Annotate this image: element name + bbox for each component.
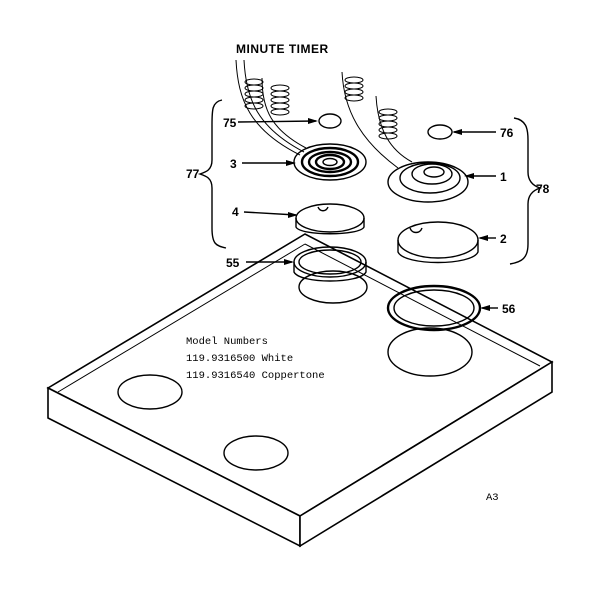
part-label-3: 3 [230, 157, 237, 171]
part-label-2: 2 [500, 232, 507, 246]
spring-leads [235, 59, 413, 169]
brace-77 [197, 99, 227, 249]
burner-hole-front-right [223, 435, 289, 471]
part-label-75: 75 [223, 116, 237, 130]
model-number-line-1: 119.9316500 White [186, 353, 293, 365]
part-4-drip-ring [295, 203, 365, 235]
brace-78 [509, 117, 543, 265]
model-numbers-heading: Model Numbers [186, 336, 268, 348]
burner-hole-rear-left [298, 270, 368, 304]
diagram-title: MINUTE TIMER [236, 42, 329, 56]
part-label-56: 56 [502, 302, 516, 316]
part-label-77: 77 [186, 167, 200, 181]
part-1-coil-element [387, 161, 469, 203]
part-label-78: 78 [536, 182, 550, 196]
part-label-76: 76 [500, 126, 514, 140]
leader-lines [237, 118, 498, 311]
part-2-drip-ring [397, 221, 479, 264]
part-76-knob [427, 124, 453, 140]
part-75-knob [318, 113, 342, 129]
part-3-coil-element [293, 143, 367, 181]
model-number-line-2: 119.9316540 Coppertone [186, 370, 325, 382]
part-label-4: 4 [232, 205, 239, 219]
part-label-1: 1 [500, 170, 507, 184]
burner-hole-rear-right [387, 327, 473, 377]
part-label-55: 55 [226, 256, 240, 270]
page-code: A3 [486, 492, 499, 504]
cooktop-body [46, 233, 554, 548]
burner-hole-front-left [117, 374, 183, 410]
